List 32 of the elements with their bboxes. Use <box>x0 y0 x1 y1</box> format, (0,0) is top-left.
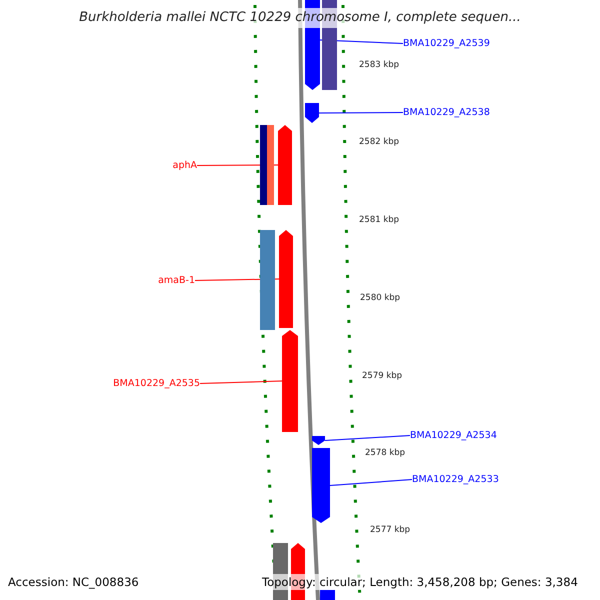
tick-label: 2577 kbp <box>370 524 410 537</box>
tick-label: 2580 kbp <box>360 292 400 305</box>
gene-bar <box>260 230 275 330</box>
tick-label: 2582 kbp <box>359 136 400 149</box>
gene-bar <box>260 125 267 205</box>
gene-label: BMA10229_A2535 <box>113 377 200 390</box>
gene-block <box>312 448 330 523</box>
gene-block <box>282 330 298 432</box>
leader-line <box>330 479 412 486</box>
leader-line <box>324 435 410 441</box>
tick-label: 2581 kbp <box>359 214 400 227</box>
leader-line <box>200 380 282 384</box>
tick-label: 2579 kbp <box>362 370 402 383</box>
footer-text: Topology: circular; Length: 3,458,208 bp; Genes: 3,384 <box>262 574 578 590</box>
tick-label: 2578 kbp <box>365 447 406 460</box>
gene-bar <box>267 125 274 205</box>
gene-label: amaB-1 <box>158 274 195 287</box>
gene-block <box>312 436 325 445</box>
gene-label: BMA10229_A2538 <box>403 106 490 119</box>
leader-line <box>320 40 404 44</box>
gene-label: BMA10229_A2539 <box>403 37 490 50</box>
gene-label: aphA <box>172 159 197 172</box>
tick-label: 2583 kbp <box>359 59 400 72</box>
gene-block <box>305 103 319 123</box>
leader-line <box>196 164 278 166</box>
gene-label: BMA10229_A2534 <box>410 429 497 442</box>
leader-line <box>318 112 404 114</box>
gene-block <box>279 230 293 328</box>
footer-text: Accession: NC_008836 <box>8 574 139 590</box>
gene-label: BMA10229_A2533 <box>412 473 499 486</box>
gene-block <box>278 125 292 205</box>
leader-line <box>194 278 280 281</box>
